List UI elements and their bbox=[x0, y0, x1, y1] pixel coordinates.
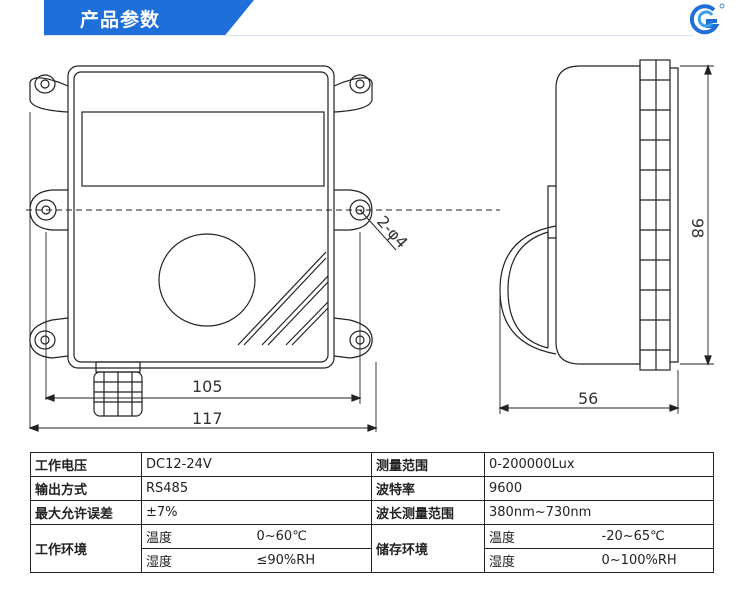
dimension-117-label: 117 bbox=[192, 409, 223, 428]
params-table: 工作电压 DC12-24V 测量范围 0-200000Lux 输出方式 RS48… bbox=[30, 452, 715, 573]
param-label: 工作电压 bbox=[30, 452, 142, 477]
hole-spec-label: 2-φ4 bbox=[373, 212, 412, 252]
param-label: 输出方式 bbox=[30, 476, 142, 501]
param-label: 测量范围 bbox=[371, 452, 486, 477]
dimension-drawing: 105 117 56 98 2-φ4 bbox=[26, 59, 714, 432]
param-label: 波长测量范围 bbox=[371, 500, 486, 525]
side-view bbox=[498, 59, 714, 414]
work-humidity-key: 湿度 bbox=[141, 548, 253, 573]
storage-temp-key: 温度 bbox=[484, 524, 598, 549]
header-divider bbox=[44, 35, 694, 36]
dimension-98-label: 98 bbox=[688, 218, 707, 238]
param-value: RS485 bbox=[140, 476, 373, 501]
param-label: 最大允许误差 bbox=[30, 500, 142, 525]
table-row: 最大允许误差 ±7% 波长测量范围 380nm~730nm bbox=[30, 500, 715, 525]
storage-humidity-value: 0~100%RH bbox=[597, 548, 715, 573]
front-view bbox=[29, 65, 373, 417]
header-bar: 产品参数 bbox=[0, 0, 750, 36]
table-row: 工作电压 DC12-24V 测量范围 0-200000Lux bbox=[30, 452, 715, 477]
table-row: 输出方式 RS485 波特率 9600 bbox=[30, 476, 715, 501]
storage-env-label: 储存环境 bbox=[371, 524, 486, 573]
table-row: 工作环境 温度 0~60℃ 储存环境 温度 -20~65℃ bbox=[30, 524, 715, 573]
header-stripe-decoration bbox=[214, 0, 248, 36]
dimension-105-label: 105 bbox=[192, 377, 223, 396]
work-temp-key: 温度 bbox=[141, 524, 253, 549]
work-env-label: 工作环境 bbox=[30, 524, 142, 573]
param-value: DC12-24V bbox=[140, 452, 373, 477]
param-label: 波特率 bbox=[371, 476, 486, 501]
param-value: 380nm~730nm bbox=[484, 500, 715, 525]
storage-temp-value: -20~65℃ bbox=[597, 524, 715, 549]
work-humidity-value: ≤90%RH bbox=[252, 548, 373, 573]
param-value: 0-200000Lux bbox=[484, 452, 715, 477]
storage-humidity-key: 湿度 bbox=[484, 548, 598, 573]
param-value: 9600 bbox=[484, 476, 715, 501]
page-title: 产品参数 bbox=[80, 9, 161, 31]
dimension-56-label: 56 bbox=[578, 389, 598, 408]
table-row: 湿度 ≤90%RH 湿度 0~100%RH bbox=[31, 548, 715, 573]
brand-logo-icon bbox=[689, 3, 725, 35]
work-temp-value: 0~60℃ bbox=[252, 524, 373, 549]
param-value: ±7% bbox=[140, 500, 373, 525]
